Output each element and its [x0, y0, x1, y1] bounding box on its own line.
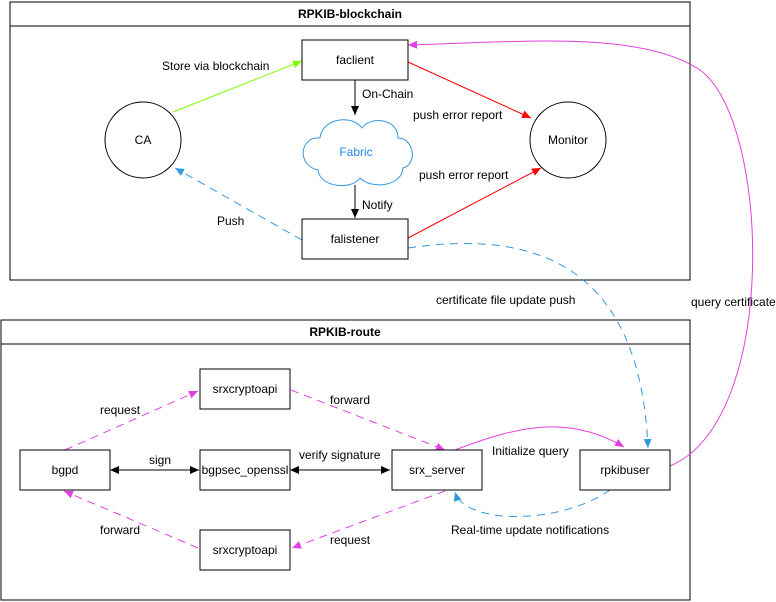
edge-rpkibuser-faclient: [407, 40, 754, 467]
label-request-top: request: [100, 403, 141, 417]
label-forward-bottom: forward: [100, 523, 140, 537]
label-forward-top: forward: [330, 393, 370, 407]
label-real-time-update-notifications: Real-time update notifications: [451, 523, 609, 537]
label-verify-signature: verify signature: [299, 448, 381, 462]
node-srxcryptoapi-top: srxcryptoapi: [199, 368, 291, 410]
group-rpkib-blockchain: RPKIB-blockchain: [9, 1, 691, 281]
group-rpkib-route: RPKIB-route: [0, 319, 691, 601]
edge-bgpd-srxcryptoapi-top: [64, 390, 199, 451]
node-bgpsec-openssl-label: bgpsec_openssl: [202, 463, 289, 477]
node-monitor: Monitor: [529, 101, 607, 179]
node-bgpd: bgpd: [19, 449, 111, 491]
edge-srxcryptoapi-bottom-bgpd: [63, 490, 199, 549]
edge-ca-faclient: [172, 60, 303, 113]
node-fabric-cloud: Fabric: [302, 119, 413, 187]
node-srxcryptoapi-bottom-label: srxcryptoapi: [213, 543, 278, 557]
node-rpkibuser: rpkibuser: [579, 449, 671, 491]
group-title-blockchain: RPKIB-blockchain: [298, 7, 402, 21]
edge-falistener-rpkibuser: [407, 243, 652, 449]
label-push: Push: [217, 214, 244, 228]
label-on-chain: On-Chain: [362, 87, 413, 101]
group-title-route: RPKIB-route: [309, 325, 381, 339]
edge-rpkibuser-srx-server: [453, 489, 611, 517]
node-falistener-label: falistener: [331, 232, 380, 246]
label-sign: sign: [149, 453, 171, 467]
label-request-bottom: request: [330, 533, 371, 547]
label-notify: Notify: [362, 198, 393, 212]
node-falistener: falistener: [301, 218, 409, 260]
node-ca-label: CA: [135, 133, 152, 147]
node-bgpd-label: bgpd: [52, 463, 79, 477]
node-rpkibuser-label: rpkibuser: [600, 463, 649, 477]
node-ca: CA: [104, 101, 182, 179]
edge-falistener-monitor: [407, 167, 542, 239]
label-push-error-report-1: push error report: [413, 108, 503, 122]
label-query-certificates: query certificates: [691, 295, 776, 309]
edge-falistener-ca: [174, 167, 303, 241]
node-faclient: faclient: [301, 39, 409, 81]
label-push-error-report-2: push error report: [419, 168, 509, 182]
node-fabric-label: Fabric: [339, 145, 372, 159]
node-faclient-label: faclient: [336, 53, 375, 67]
label-initialize-query: Initialize query: [492, 444, 569, 458]
node-srx-server: srx_server: [391, 449, 483, 491]
node-bgpsec-openssl: bgpsec_openssl: [199, 449, 291, 491]
node-monitor-label: Monitor: [548, 133, 588, 147]
edge-srx-server-rpkibuser: [454, 426, 625, 451]
node-srxcryptoapi-bottom: srxcryptoapi: [199, 529, 291, 571]
node-srx-server-label: srx_server: [409, 463, 465, 477]
node-srxcryptoapi-top-label: srxcryptoapi: [213, 382, 278, 396]
label-certificate-file-update-push: certificate file update push: [436, 293, 575, 307]
edge-faclient-monitor: [407, 61, 532, 119]
label-store-via-blockchain: Store via blockchain: [162, 59, 269, 73]
